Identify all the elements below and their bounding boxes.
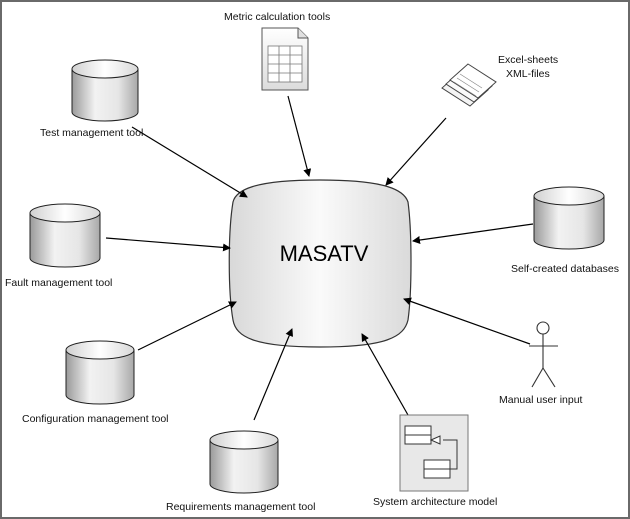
stick-figure-user-icon <box>529 321 558 388</box>
stacked-documents-icon <box>441 63 497 107</box>
masatv-central-node <box>228 179 412 348</box>
arrow-manual-input <box>403 297 531 345</box>
metric-tools-label: Metric calculation tools <box>224 11 331 23</box>
arrow-excel-xml <box>385 117 447 186</box>
requirements-mgmt-label: Requirements management tool <box>166 501 316 513</box>
system-arch-label: System architecture model <box>373 496 498 508</box>
arrow-config-mgmt <box>137 301 237 351</box>
arrow-test-mgmt <box>131 126 248 198</box>
uml-class-diagram-icon <box>399 414 469 492</box>
database-cylinder-icon <box>71 59 139 122</box>
xml-files-label: XML-files <box>506 68 550 80</box>
database-cylinder-icon <box>65 340 135 405</box>
manual-input-label: Manual user input <box>499 394 583 406</box>
excel-sheets-label: Excel-sheets <box>498 54 559 66</box>
test-mgmt-label: Test management tool <box>40 127 144 139</box>
arrow-fault-mgmt <box>105 237 231 252</box>
config-mgmt-label: Configuration management tool <box>22 413 169 425</box>
spreadsheet-document-icon <box>261 27 309 91</box>
database-cylinder-icon <box>29 203 101 268</box>
arrow-metric-tools <box>287 95 312 177</box>
fault-mgmt-label: Fault management tool <box>5 277 113 289</box>
masatv-label: MASATV <box>279 241 369 266</box>
connector-arrows <box>105 95 534 421</box>
database-cylinder-icon <box>533 186 605 250</box>
arrow-self-created-db <box>412 223 534 244</box>
self-created-db-label: Self-created databases <box>511 263 619 275</box>
arrow-system-arch <box>361 333 409 416</box>
database-cylinder-icon <box>209 430 279 494</box>
arrow-requirements-mgmt <box>253 328 293 421</box>
